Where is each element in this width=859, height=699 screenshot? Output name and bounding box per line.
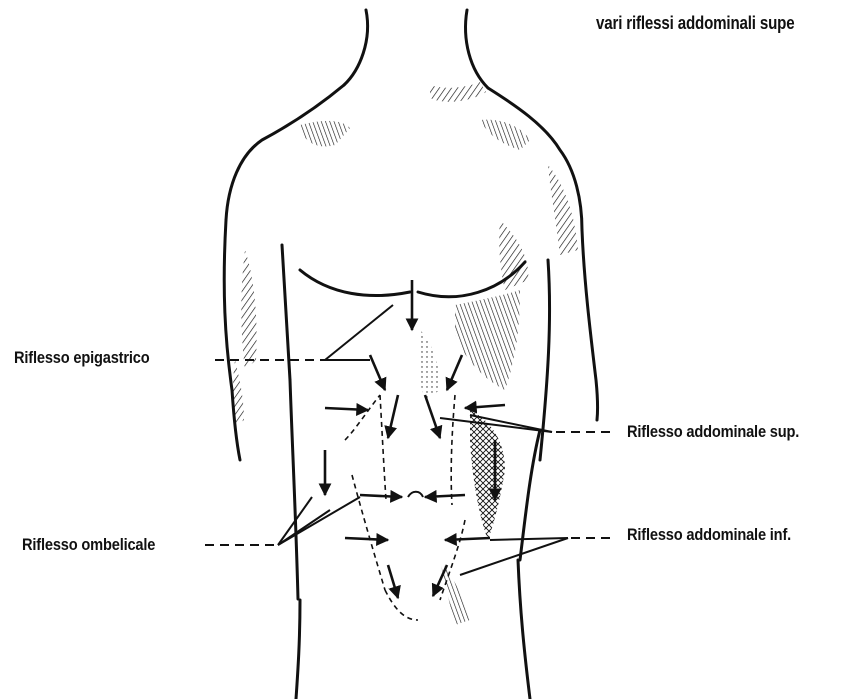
- label-upper-abdominal-reflex: Riflesso addominale sup.: [627, 422, 799, 442]
- body-outline: [224, 10, 597, 699]
- shading: [233, 82, 578, 625]
- label-lower-abdominal-reflex: Riflesso addominale inf.: [627, 525, 791, 545]
- navel: [408, 492, 423, 497]
- label-umbilical-reflex: Riflesso ombelicale: [22, 535, 155, 555]
- label-epigastric-reflex: Riflesso epigastrico: [14, 348, 150, 368]
